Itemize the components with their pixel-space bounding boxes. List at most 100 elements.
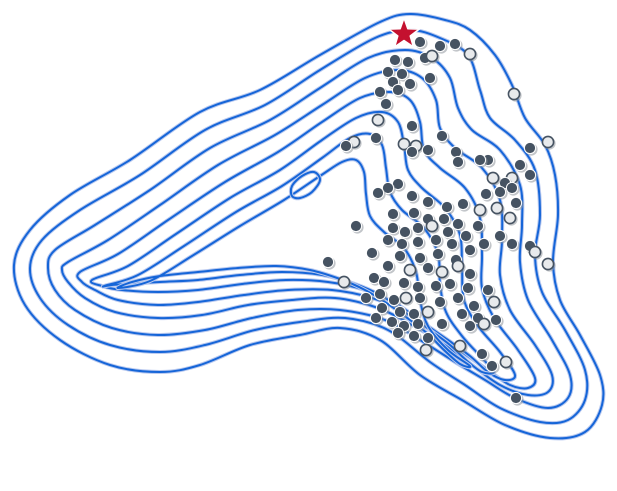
data-point [397,137,411,151]
data-point [381,65,395,79]
data-point [411,280,425,294]
data-point [365,246,379,260]
data-point [523,168,537,182]
data-point [405,119,419,133]
data-point [371,186,385,200]
data-point [349,219,363,233]
data-point [433,39,447,53]
data-point [433,295,447,309]
data-point [453,339,467,353]
data-point [399,291,413,305]
data-point [393,305,407,319]
data-point [395,237,409,251]
data-point [423,71,437,85]
data-point [407,206,421,220]
data-point [477,317,491,331]
data-point [411,317,425,331]
data-point [473,153,487,167]
data-point [413,251,427,265]
data-point [369,311,383,325]
data-point [455,307,469,321]
data-point [339,139,353,153]
data-point [387,293,401,307]
data-point [485,359,499,373]
star-marker [388,17,420,48]
data-point [479,187,493,201]
data-point [425,49,439,63]
data-point [437,212,451,226]
data-point [481,283,495,297]
data-point [381,181,395,195]
data-point [371,113,385,127]
data-point [419,343,433,357]
data-point [391,326,405,340]
data-point [435,265,449,279]
data-point [385,315,399,329]
data-point [505,237,519,251]
data-point [486,171,500,185]
data-point [397,276,411,290]
data-point [463,267,477,281]
data-point [451,217,465,231]
data-point [473,203,487,217]
contour-line-6 [89,110,517,382]
data-point [490,201,504,215]
data-point [467,299,481,313]
data-point [398,225,412,239]
data-point [475,347,489,361]
contour-line-9 [289,170,322,200]
data-point [403,263,417,277]
data-point [451,155,465,169]
data-point [395,67,409,81]
data-point [373,287,387,301]
data-point [421,331,435,345]
data-point [463,47,477,61]
data-point [541,257,555,271]
data-point [421,143,435,157]
data-point [509,196,523,210]
data-point [449,145,463,159]
data-point [411,235,425,249]
data-point [388,53,402,67]
data-point [381,259,395,273]
data-point [451,259,465,273]
data-point [523,141,537,155]
contour-layer [11,11,606,441]
data-point [503,211,517,225]
data-point [391,83,405,97]
point-layer [321,35,556,406]
data-point [386,207,400,221]
contour-line-7 [101,132,495,375]
data-point [401,55,415,69]
contour-line-8 [116,158,472,369]
data-point [435,129,449,143]
data-point [541,135,555,149]
data-point [513,158,527,172]
data-point [471,219,485,233]
data-point [463,319,477,333]
data-point [405,189,419,203]
data-point [379,97,393,111]
data-point [405,145,419,159]
data-point [429,233,443,247]
data-point [493,229,507,243]
contour-line-3 [46,49,573,409]
data-point [413,291,427,305]
data-point [373,85,387,99]
data-point [489,313,503,327]
contour-line-1 [12,12,605,440]
data-point [381,233,395,247]
data-point [413,35,427,49]
data-point [493,185,507,199]
data-point [477,237,491,251]
data-point [445,237,459,251]
data-point [321,255,335,269]
data-point [528,245,542,259]
data-point [386,221,400,235]
data-point [505,181,519,195]
data-point [440,200,454,214]
data-point [393,249,407,263]
data-point [461,281,475,295]
data-point [421,195,435,209]
